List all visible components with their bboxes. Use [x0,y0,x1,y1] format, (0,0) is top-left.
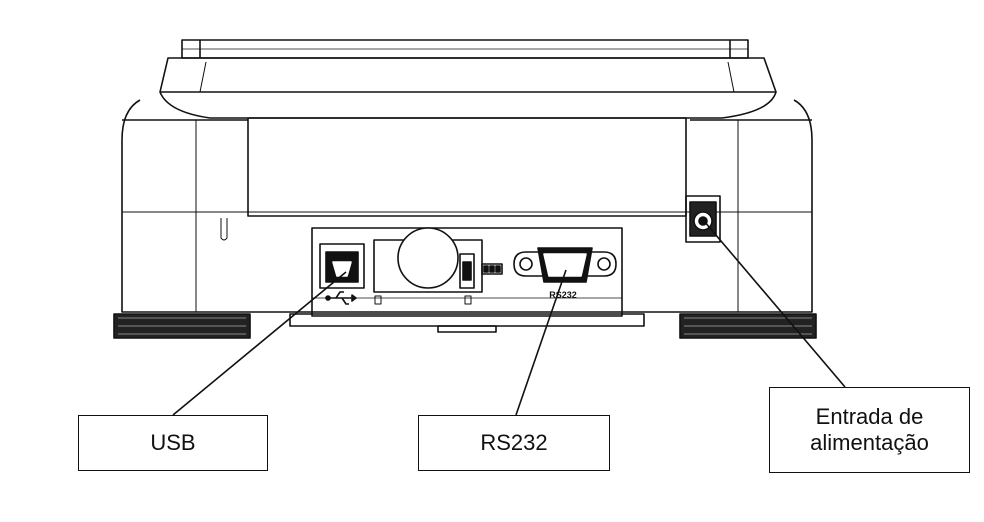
callout-power-input: Entrada de alimentação [769,387,970,473]
leader-line-rs232 [515,269,567,416]
battery-compartment [373,227,483,305]
callout-power-line-2: alimentação [810,430,929,455]
callout-rs232-label: RS232 [480,430,548,455]
callout-usb-label: USB [150,430,196,455]
power-inlet [685,195,721,243]
weighing-pan [181,39,749,59]
callout-power-line-1: Entrada de [815,404,924,429]
upper-housing [159,57,777,119]
rs232-port [513,247,617,283]
callout-usb: USB [78,415,268,471]
dip-switch [481,263,503,275]
rs232-port-label: RS232 [549,290,577,300]
foot-right [679,313,817,339]
leader-line-usb [172,271,347,416]
connector-panel [311,227,623,317]
usb-symbol-icon [325,291,357,305]
foot-left [113,313,251,339]
usb-port [319,243,365,289]
callout-rs232: RS232 [418,415,610,471]
base-plate [289,313,645,333]
leader-line-power [703,220,846,388]
